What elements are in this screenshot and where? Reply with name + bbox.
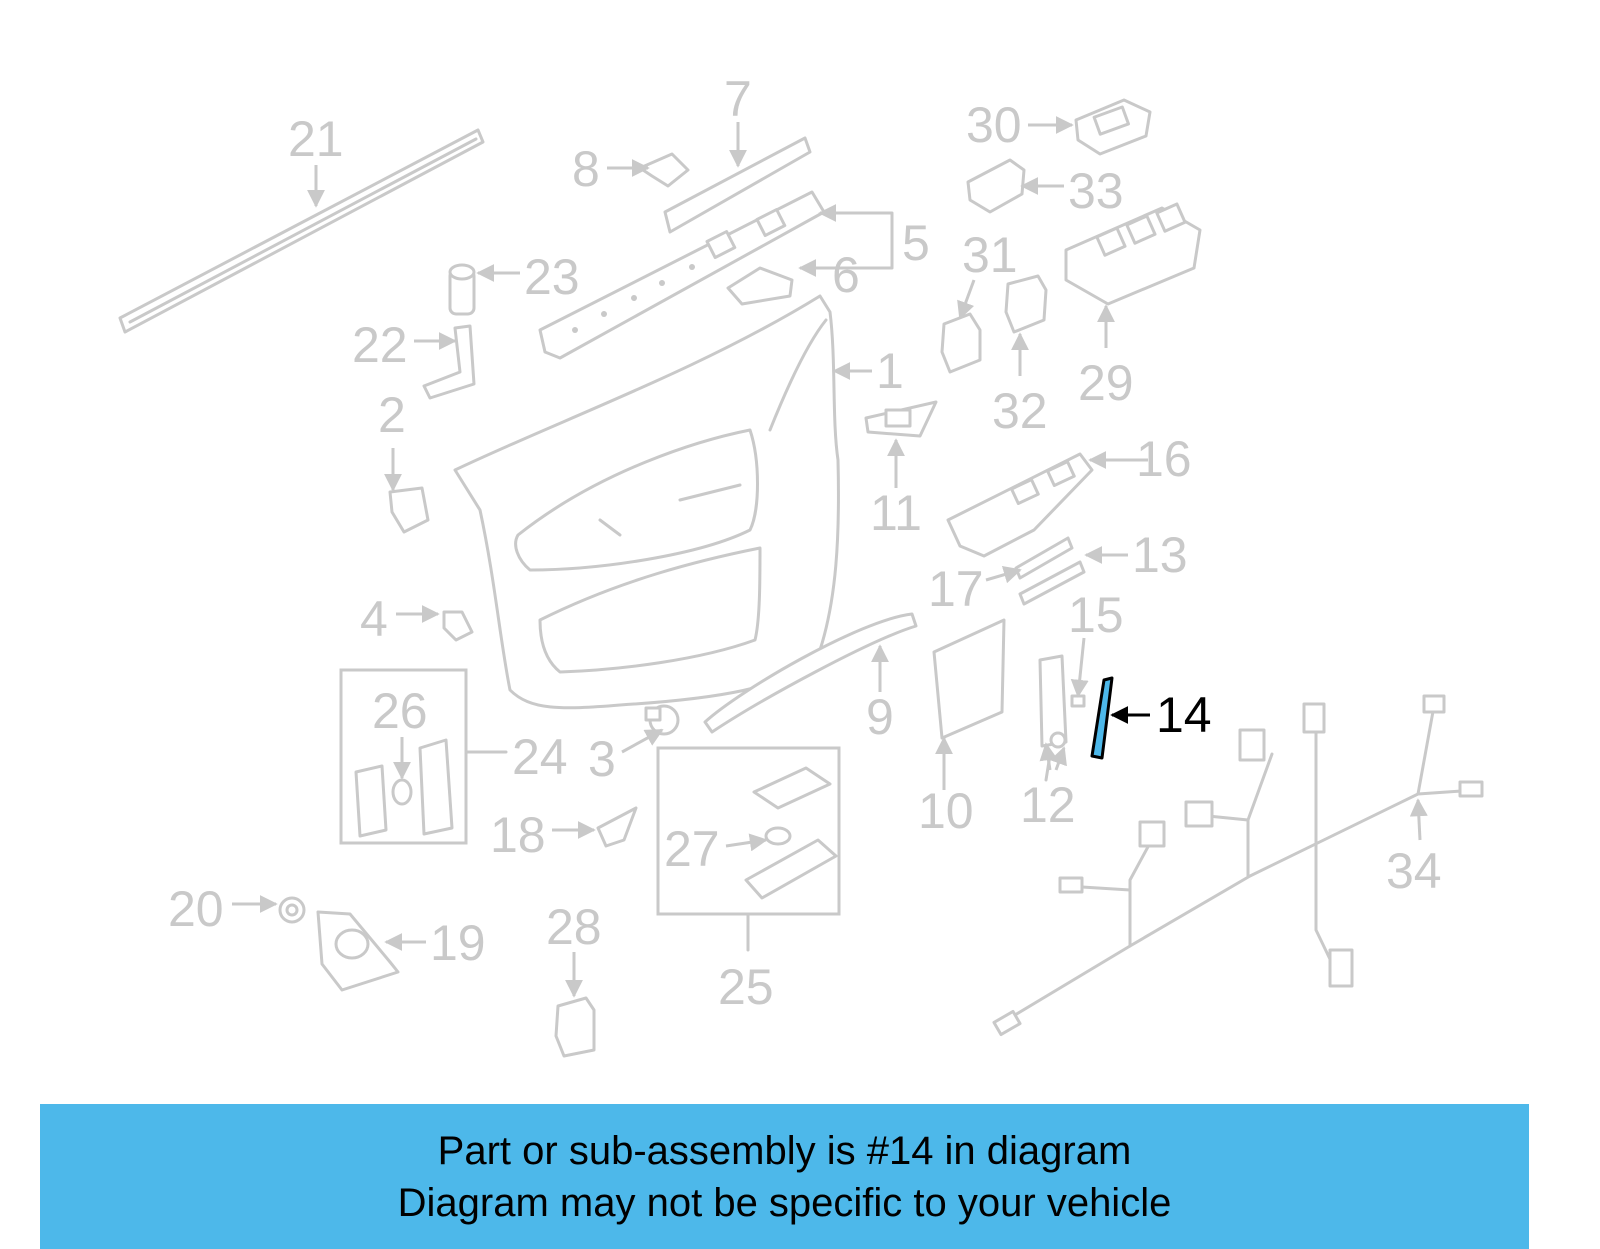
part-31-switch (940, 312, 982, 374)
part-32-switch (1004, 274, 1048, 334)
part-6-bracket (726, 266, 794, 306)
callout-20: 20 (168, 881, 224, 937)
callout-11: 11 (870, 485, 922, 541)
part-16-switch-panel (946, 452, 1094, 558)
part-34-wire-harness (992, 694, 1484, 1037)
part-14-highlighted (1090, 676, 1114, 760)
part-13-strip (1018, 560, 1086, 606)
callout-34: 34 (1386, 843, 1442, 899)
part-10-trim-cover (932, 618, 1006, 740)
part-23-fastener (448, 263, 476, 316)
callout-32: 32 (992, 383, 1048, 439)
callout-29: 29 (1078, 355, 1134, 411)
banner-line-disclaimer: Diagram may not be specific to your vehi… (397, 1180, 1172, 1225)
part-8-clip (638, 152, 690, 188)
callout-19: 19 (430, 915, 486, 971)
info-banner: Part or sub-assembly is #14 in diagram D… (40, 1104, 1529, 1249)
callout-30: 30 (966, 97, 1022, 153)
part-22-bracket (422, 324, 476, 400)
part-5-trim-panel (538, 190, 826, 360)
callout-33: 33 (1068, 163, 1124, 219)
callout-3: 3 (588, 731, 616, 787)
callout-18: 18 (490, 807, 546, 863)
info-banner-background (40, 1104, 1529, 1249)
part-19-speaker-cover (316, 910, 400, 992)
callout-24: 24 (512, 729, 568, 785)
part-33-switch (966, 158, 1026, 214)
callout-4: 4 (360, 591, 388, 647)
callout-31: 31 (962, 227, 1018, 283)
part-20-grommet (278, 896, 306, 924)
part-4-screw (442, 610, 474, 642)
callout-8: 8 (572, 141, 600, 197)
callout-15: 15 (1068, 587, 1124, 643)
part-12-bracket (1038, 654, 1068, 749)
part-11-switch-bezel (864, 400, 938, 438)
part-21-molding-strip (118, 128, 485, 334)
part-1-door-panel (453, 294, 840, 710)
callout-23: 23 (524, 249, 580, 305)
part-2-clip (388, 486, 430, 534)
group-25-box (656, 746, 841, 916)
part-15-clip (1070, 694, 1086, 708)
part-29-switch-block (1064, 202, 1202, 306)
callout-25: 25 (718, 959, 774, 1015)
callout-27: 27 (664, 821, 720, 877)
part-9-pull-handle (703, 612, 918, 734)
callout-7: 7 (724, 71, 752, 127)
callout-17: 17 (928, 561, 984, 617)
leader-lines (232, 116, 1428, 998)
callout-16: 16 (1136, 431, 1192, 487)
callout-21: 21 (288, 111, 344, 167)
callout-13: 13 (1132, 527, 1188, 583)
callout-26: 26 (372, 683, 428, 739)
callout-2: 2 (378, 387, 406, 443)
callout-9: 9 (866, 689, 894, 745)
part-30-switch (1074, 98, 1152, 156)
callout-labels: 21 7 8 5 6 23 22 2 1 4 3 9 11 10 16 13 1… (168, 71, 1442, 1015)
part-18-cover (596, 806, 638, 848)
part-3-screw (644, 704, 680, 736)
callout-28: 28 (546, 899, 602, 955)
callout-14: 14 (1156, 687, 1212, 743)
part-28-clip (554, 996, 596, 1058)
callout-10: 10 (918, 783, 974, 839)
callout-22: 22 (352, 317, 408, 373)
callout-6: 6 (832, 247, 860, 303)
banner-line-part-number: Part or sub-assembly is #14 in diagram (437, 1128, 1132, 1173)
callout-12: 12 (1020, 777, 1076, 833)
callout-1: 1 (876, 343, 904, 399)
part-7-trim-strip (663, 136, 812, 234)
callout-5: 5 (902, 215, 930, 271)
